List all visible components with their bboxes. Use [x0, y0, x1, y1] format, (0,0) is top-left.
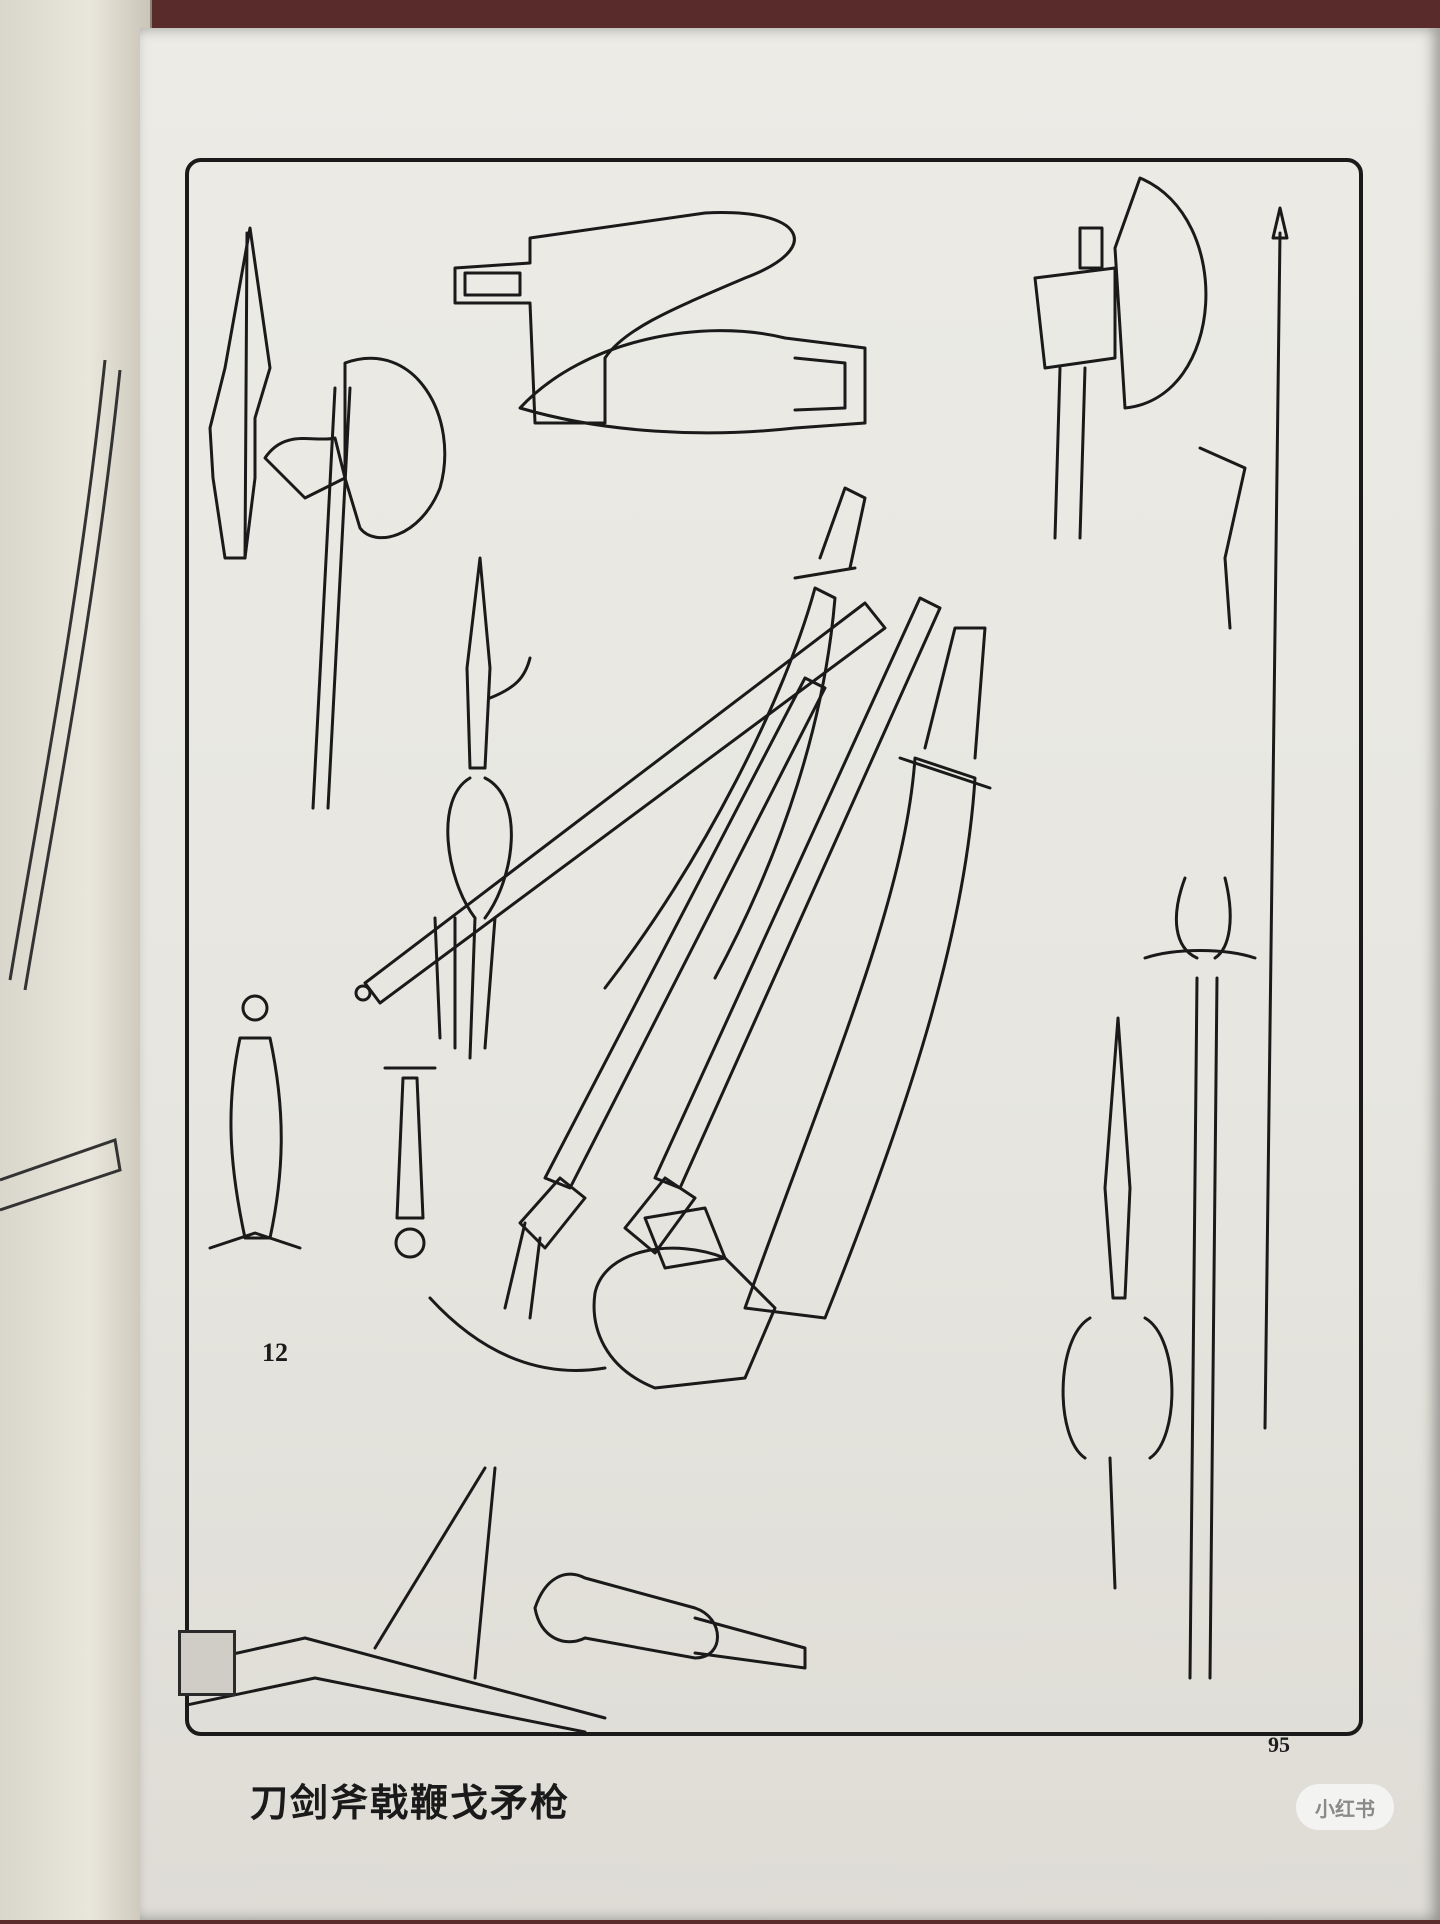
- left-page-drawing: [0, 359, 122, 1212]
- spear-head-drawing: [208, 226, 272, 560]
- hilt-drawing: [208, 994, 302, 1250]
- axe-drawing: [263, 356, 447, 810]
- tassel-spear-drawing: [1061, 1016, 1174, 1590]
- halberd-drawing: [433, 556, 532, 1060]
- ring-sword-drawing: [185, 1636, 607, 1732]
- left-page: [0, 0, 152, 1920]
- artist-seal: [178, 1630, 236, 1696]
- scabbard-drawing: [354, 601, 887, 1005]
- right-page: [140, 28, 1440, 1920]
- long-sword-drawing: [503, 676, 827, 1320]
- fist-drawing: [592, 1206, 777, 1390]
- page-caption: 刀剑斧戟鞭戈矛枪: [250, 1781, 571, 1825]
- page-number: 95: [1268, 1732, 1290, 1757]
- weapons-illustration: [185, 176, 1289, 1732]
- plate-frame: [185, 158, 1363, 1736]
- bottom-dagger-drawing: [533, 1572, 807, 1670]
- large-axe-drawing: [1033, 176, 1208, 540]
- saber-drawing: [603, 486, 867, 990]
- plate-number: 12: [262, 1338, 288, 1367]
- right-spear-drawing: [1198, 206, 1289, 1430]
- segmented-whip-drawing: [1143, 876, 1257, 1680]
- dagger-axe-drawing: [453, 211, 796, 425]
- broadsword-drawing: [743, 626, 992, 1320]
- second-sword-drawing: [623, 596, 942, 1255]
- chain-whip-drawing: [373, 1296, 607, 1680]
- short-dagger-drawing: [383, 1066, 437, 1259]
- watermark-badge: 小红书: [1296, 1784, 1394, 1830]
- knife-blade-drawing: [518, 329, 867, 435]
